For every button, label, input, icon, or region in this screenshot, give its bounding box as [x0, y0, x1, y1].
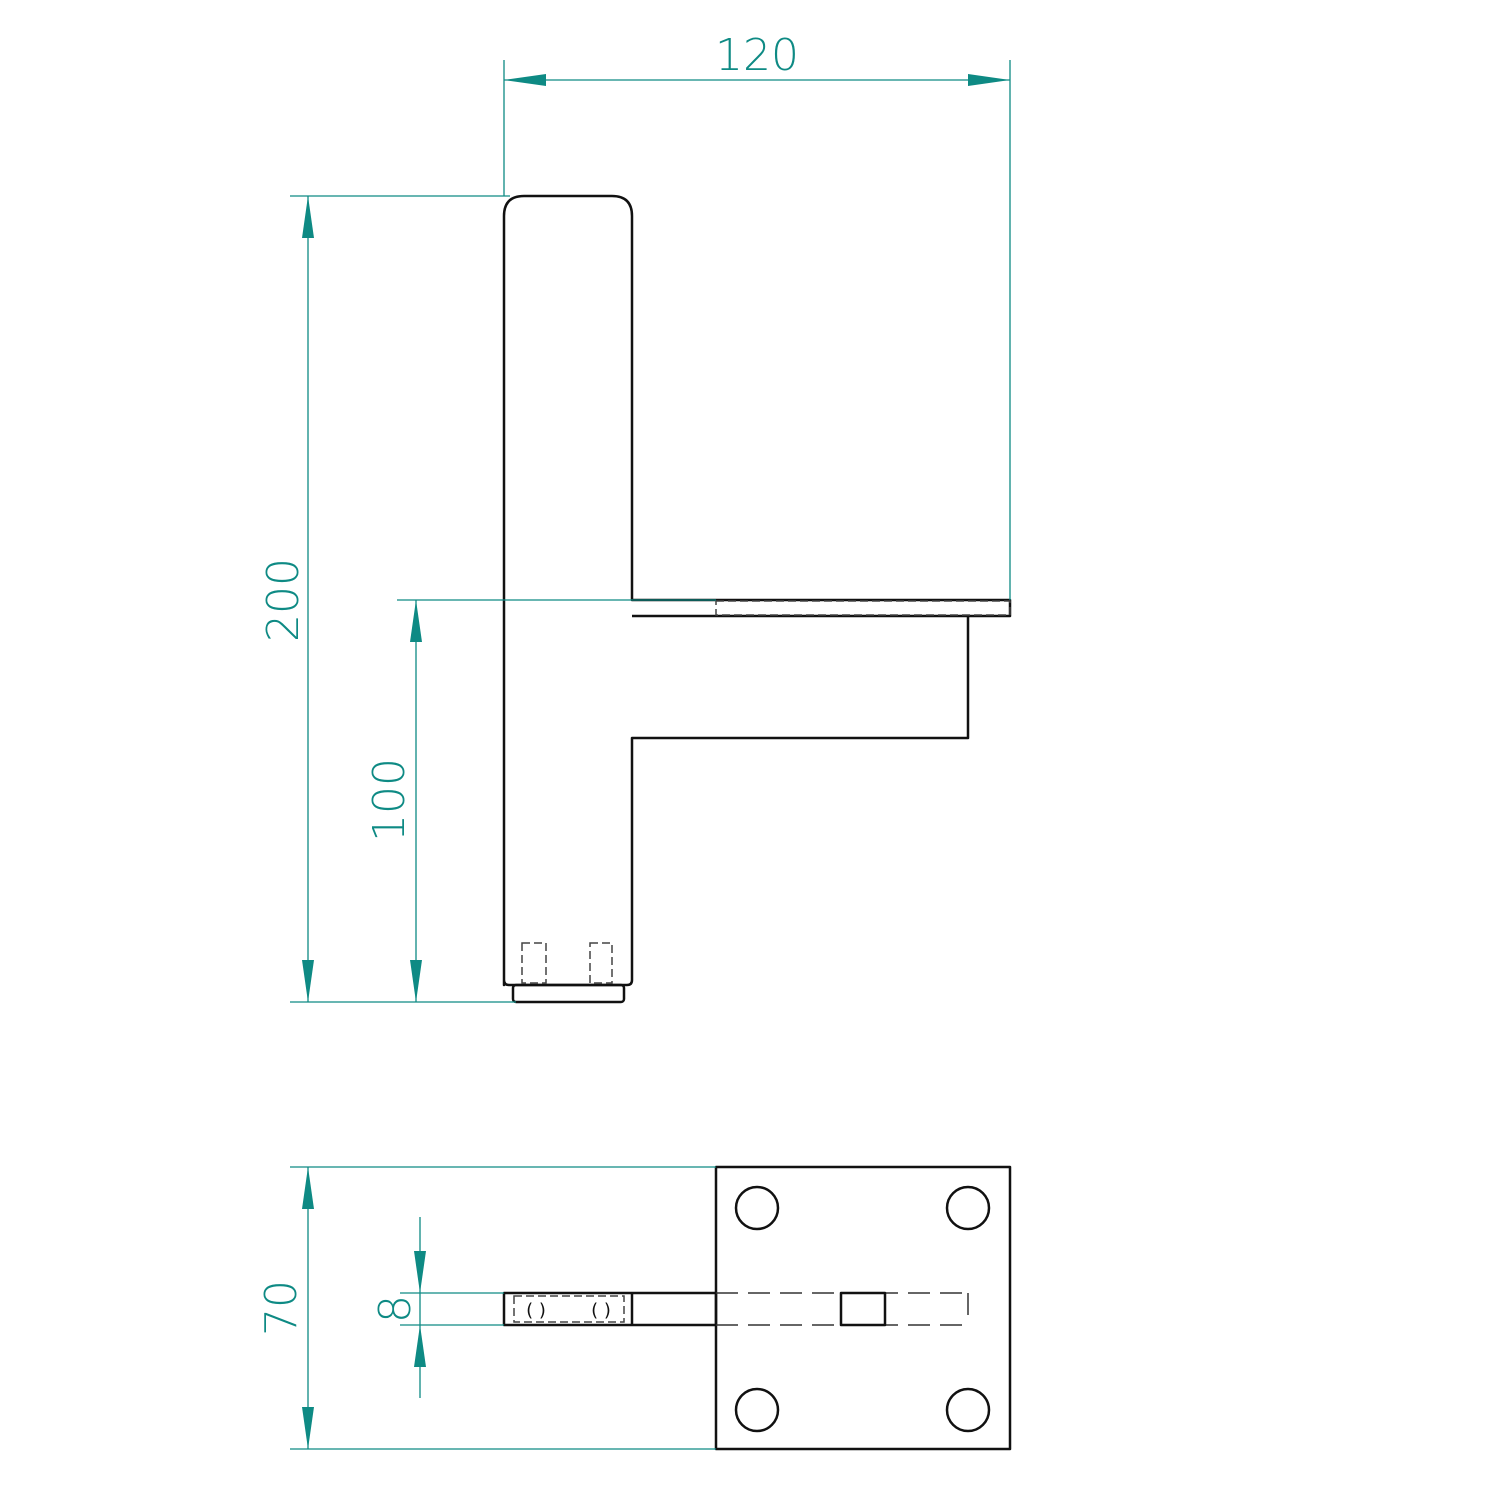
dimension-depth-plate: 70	[256, 1166, 716, 1450]
dimension-thickness-strip: 8	[370, 1217, 504, 1398]
dimension-height-arm: 100	[364, 599, 716, 1002]
base-plate	[714, 1165, 1012, 1451]
strip	[502, 1291, 718, 1327]
foot	[511, 983, 626, 1004]
leg-outline	[502, 194, 1012, 987]
front-view	[502, 194, 1012, 1004]
bottom-view: ( ) ( )	[502, 1165, 1012, 1451]
mounting-holes	[734, 1185, 991, 1433]
dimension-label: 100	[364, 758, 415, 842]
strip-block	[839, 1291, 887, 1327]
plate-hidden-section	[715, 600, 1011, 616]
dimension-label: 200	[258, 558, 309, 642]
dimension-width-top: 120	[503, 30, 1011, 600]
svg-text:( ): ( )	[591, 1300, 611, 1321]
dimension-label: 120	[715, 30, 799, 81]
dimension-label: 8	[370, 1295, 421, 1323]
dimension-height-total: 200	[258, 195, 516, 1003]
svg-text:( ): ( )	[526, 1300, 546, 1321]
hidden-fasteners	[521, 942, 613, 984]
dimension-label: 70	[256, 1280, 307, 1336]
